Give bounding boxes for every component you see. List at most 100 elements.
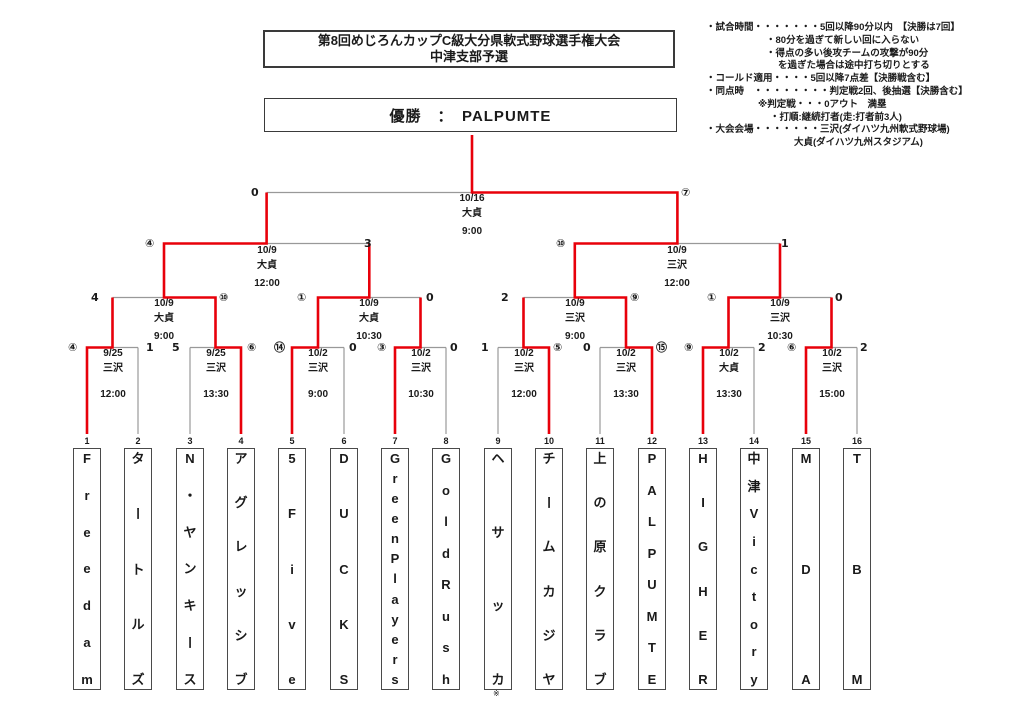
team-column-10: 10 チームカジヤ (535, 434, 563, 690)
match-r1-5-label: 10/2 三沢 12:00 (494, 348, 554, 401)
rules-notes: ・試合時間・・・・・・・5回以降90分以内 【決勝は7回】 ・80分を過ぎて新し… (706, 22, 1021, 150)
champion-box: 優勝 ： PALPUMTE (264, 98, 677, 132)
team-seed: 4 (238, 436, 244, 446)
match-venue: 三沢 (308, 363, 328, 374)
team-column-2: 2 タートルズ (124, 434, 152, 690)
match-sf2-label: 10/9 三沢 12:00 (647, 245, 707, 290)
score-r1-2-left: 5 (172, 341, 180, 354)
match-date: 10/2 (616, 348, 636, 359)
match-r1-2-label: 9/25 三沢 13:30 (186, 348, 246, 401)
score-r1-1-right: 1 (146, 341, 154, 354)
score-r1-2-right: ⑥ (247, 341, 257, 354)
score-r1-7-left: ⑨ (684, 341, 694, 354)
match-time: 9:00 (564, 331, 585, 342)
match-venue: 三沢 (411, 363, 431, 374)
match-time: 13:30 (203, 389, 229, 400)
match-date: 10/2 (514, 348, 534, 359)
score-r1-6-left: 0 (583, 341, 591, 354)
match-time: 13:30 (716, 389, 742, 400)
match-final-label: 10/16 大貞 9:00 (442, 193, 502, 238)
match-time: 9:00 (153, 331, 174, 342)
note-line: ※判定戦・・・0アウト 満塁 (758, 98, 887, 110)
match-r1-1-label: 9/25 三沢 12:00 (83, 348, 143, 401)
match-date: 10/2 (719, 348, 739, 359)
footnote-mark: ※ (493, 689, 500, 698)
match-venue: 三沢 (514, 363, 534, 374)
score-r1-4-left: ③ (377, 341, 387, 354)
score-r1-3-right: 0 (349, 341, 357, 354)
note-line: を過ぎた場合は途中打ち切りとする (778, 60, 930, 72)
team-column-9: 9 ヘサッカ (484, 434, 512, 690)
match-date: 9/25 (103, 348, 123, 359)
match-qf1-label: 10/9 大貞 9:00 (134, 298, 194, 343)
team-seed: 1 (84, 436, 90, 446)
match-sf1-label: 10/9 大貞 12:00 (237, 245, 297, 290)
match-time: 9:00 (461, 226, 482, 237)
match-venue: 大貞 (154, 313, 174, 324)
team-name-box: N・ヤンキース (176, 448, 204, 690)
score-r1-1-left: ④ (68, 341, 78, 354)
match-r1-7-label: 10/2 大貞 13:30 (699, 348, 759, 401)
team-seed: 7 (392, 436, 398, 446)
note-line: ・80分を過ぎて新しい回に入らない (766, 34, 920, 46)
champion-label: 優勝 ： PALPUMTE (389, 107, 552, 125)
note-line: ・コールド適用・・・・5回以降7点差【決勝戦含む】 (706, 73, 936, 85)
score-final-left: 0 (251, 186, 259, 199)
tournament-title-box: 第8回めじろんカップC級大分県軟式野球選手権大会 中津支部予選 (263, 30, 675, 68)
match-venue: 三沢 (667, 260, 687, 271)
match-time: 12:00 (511, 389, 537, 400)
team-seed: 10 (543, 436, 554, 446)
match-date: 9/25 (206, 348, 226, 359)
match-time: 12:00 (100, 389, 126, 400)
team-name-box: タートルズ (124, 448, 152, 690)
note-line: ・試合時間・・・・・・・5回以降90分以内 【決勝は7回】 (706, 22, 960, 33)
note-line: ・大会会場・・・・・・・三沢(ダイハツ九州軟式野球場) (706, 124, 950, 136)
match-venue: 三沢 (206, 363, 226, 374)
score-r1-5-left: 1 (481, 341, 489, 354)
team-seed: 11 (595, 436, 605, 446)
match-venue: 大貞 (257, 260, 277, 271)
score-sf1-left: ④ (145, 237, 155, 250)
match-venue: 大貞 (719, 363, 739, 374)
match-date: 10/9 (154, 298, 174, 309)
score-sf2-left: ⑩ (556, 237, 566, 250)
match-r1-6-label: 10/2 三沢 13:30 (596, 348, 656, 401)
score-sf2-right: 1 (781, 237, 789, 250)
winner-path-lines (85, 135, 833, 434)
team-seed: 5 (289, 436, 295, 446)
score-qf2-right: 0 (426, 291, 434, 304)
score-r1-8-left: ⑥ (787, 341, 797, 354)
team-name-box: アグレッシブ (227, 448, 255, 690)
match-time: 13:30 (613, 389, 639, 400)
note-line: ・同点時 ・・・・・・・・判定戦2回、後抽選【決勝含む】 (706, 85, 968, 97)
match-date: 10/2 (308, 348, 328, 359)
match-qf4-label: 10/9 三沢 10:30 (750, 298, 810, 343)
match-date: 10/9 (667, 245, 687, 256)
team-column-11: 11 上の原クラブ (586, 434, 614, 690)
team-seed: 15 (800, 436, 811, 446)
match-date: 10/2 (822, 348, 842, 359)
note-line: ・打順:継続打者(走:打者前3人) (770, 111, 902, 123)
score-final-right: ⑦ (681, 186, 691, 199)
team-seed: 14 (748, 436, 759, 446)
team-seed: 2 (135, 436, 141, 446)
match-venue: 三沢 (616, 363, 636, 374)
score-sf1-right: 3 (364, 237, 372, 250)
match-time: 9:00 (307, 389, 328, 400)
score-r1-4-right: 0 (450, 341, 458, 354)
note-line: ・得点の多い後攻チームの攻撃が90分 (766, 47, 929, 59)
score-qf2-left: ① (297, 291, 307, 304)
match-qf2-label: 10/9 大貞 10:30 (339, 298, 399, 343)
